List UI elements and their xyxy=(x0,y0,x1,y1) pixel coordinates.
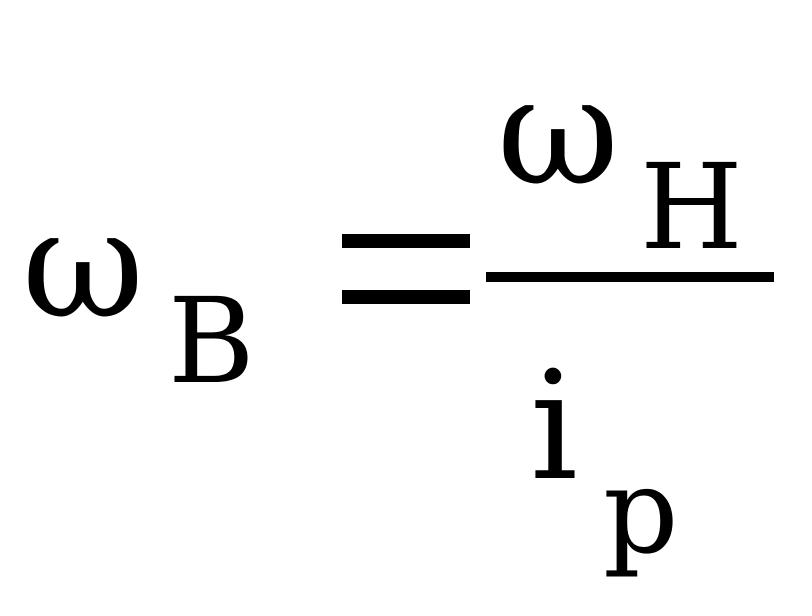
numerator-subscript: H xyxy=(640,138,743,276)
equals-bottom-bar xyxy=(342,290,470,304)
fraction-bar xyxy=(486,272,774,282)
equals-sign xyxy=(342,234,470,304)
lhs-subscript: B xyxy=(168,272,255,410)
numerator-omega-symbol: ω xyxy=(497,45,620,219)
lhs-omega-symbol: ω xyxy=(22,178,145,352)
equals-top-bar xyxy=(342,234,470,248)
denominator-subscript: p xyxy=(603,442,679,580)
denominator-i-symbol: i xyxy=(530,340,578,514)
